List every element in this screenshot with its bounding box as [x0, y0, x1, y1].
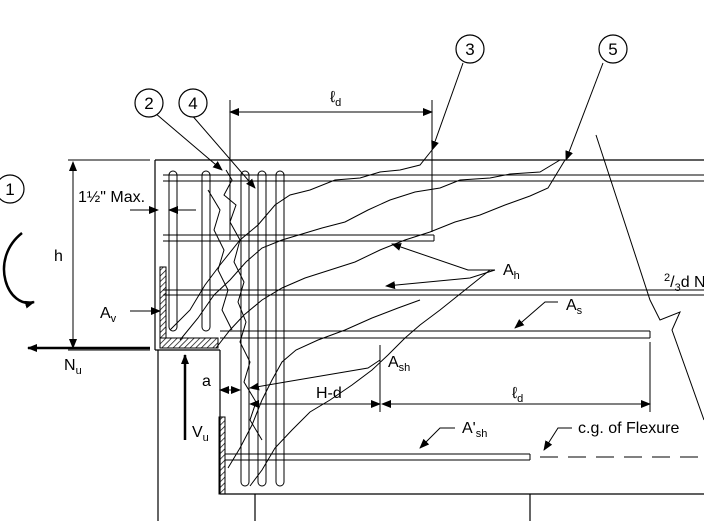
ash-prime-label: A'sh — [462, 420, 487, 440]
av-label: Av — [100, 305, 117, 325]
h-minus-d-label: H-d — [316, 385, 342, 402]
crack-lines — [169, 149, 566, 487]
h-label: h — [54, 248, 63, 265]
vu-label: Vu — [192, 424, 209, 444]
svg-text:3: 3 — [465, 40, 474, 59]
callout-2: 2 — [134, 88, 164, 118]
a-label: a — [202, 373, 211, 390]
cover-label: 1½" Max. — [78, 189, 145, 206]
vertical-stirrups — [168, 170, 285, 487]
callout-4: 4 — [178, 88, 208, 118]
svg-text:4: 4 — [188, 94, 197, 113]
concrete-outline — [154, 159, 704, 521]
load-arrows — [2, 232, 189, 440]
ld-label-top: ℓd — [330, 89, 341, 109]
leaders — [130, 62, 604, 451]
two-thirds-d-line — [595, 134, 704, 421]
svg-text:2: 2 — [144, 94, 153, 113]
svg-text:5: 5 — [608, 40, 617, 59]
cg-flexure-label: c.g. of Flexure — [578, 420, 679, 437]
bearing-plate — [159, 266, 226, 495]
nu-label: Nu — [64, 357, 82, 377]
callout-5: 5 — [598, 34, 628, 64]
ld-label-bottom: ℓd — [512, 385, 523, 405]
ash-label: Ash — [388, 354, 410, 374]
as-label: As — [566, 297, 583, 317]
callout-3: 3 — [455, 34, 485, 64]
two-thirds-d-label: 2/3d N — [664, 272, 704, 294]
svg-text:1: 1 — [5, 180, 14, 199]
ah-label: Ah — [503, 262, 520, 282]
callout-1: 1 — [0, 174, 25, 204]
dimensions — [68, 100, 651, 412]
